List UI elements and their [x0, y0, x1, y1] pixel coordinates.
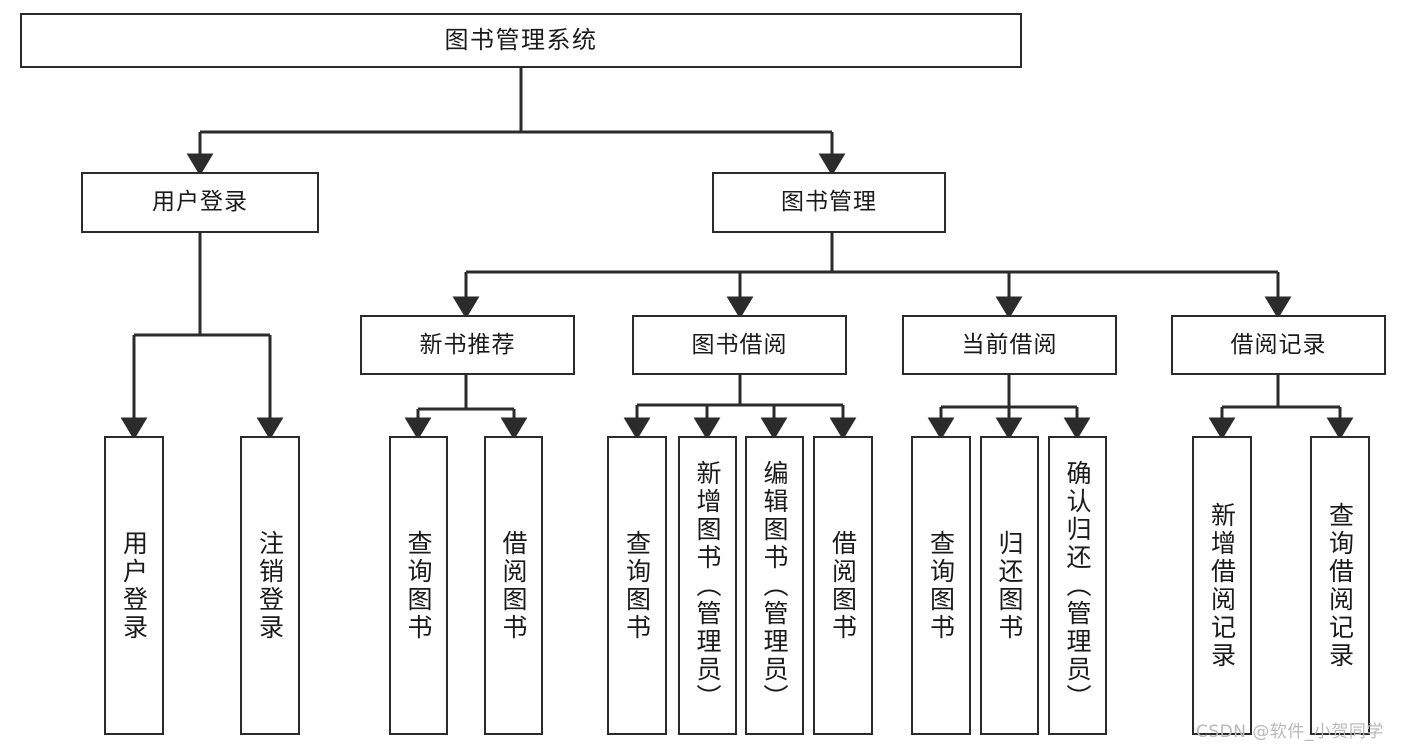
- node-book-borrow[interactable]: 图书借阅: [632, 315, 847, 375]
- leaf-current-borrow-return[interactable]: 归还图书: [980, 436, 1039, 735]
- node-label: 借阅记录: [1230, 331, 1327, 358]
- node-label: 图书管理系统: [444, 25, 598, 54]
- node-label: 图书管理: [781, 189, 877, 216]
- node-label: 新增借阅记录: [1207, 501, 1237, 670]
- node-label: 编辑图书（管理员）: [760, 459, 789, 712]
- leaf-book-borrow-borrow[interactable]: 借阅图书: [813, 436, 873, 735]
- csdn-watermark: CSDN @软件_小贺同学: [1196, 722, 1384, 742]
- node-label: 查询图书: [622, 529, 652, 642]
- node-label: 查询图书: [404, 529, 433, 642]
- leaf-current-borrow-confirm[interactable]: 确认归还（管理员）: [1048, 436, 1107, 735]
- node-label: 新书推荐: [419, 331, 516, 358]
- leaf-book-borrow-add[interactable]: 新增图书（管理员）: [678, 436, 737, 735]
- node-current-borrow[interactable]: 当前借阅: [902, 315, 1117, 375]
- node-root-system[interactable]: 图书管理系统: [20, 13, 1022, 68]
- leaf-new-book-borrow[interactable]: 借阅图书: [484, 436, 543, 735]
- leaf-book-borrow-query[interactable]: 查询图书: [607, 436, 667, 735]
- node-label: 借阅图书: [828, 529, 858, 642]
- leaf-borrow-record-add[interactable]: 新增借阅记录: [1192, 436, 1252, 735]
- node-label: 查询图书: [926, 529, 956, 642]
- node-user-login[interactable]: 用户登录: [81, 172, 319, 233]
- node-new-book-recommend[interactable]: 新书推荐: [360, 315, 575, 375]
- node-label: 当前借阅: [961, 331, 1058, 358]
- leaf-book-borrow-edit[interactable]: 编辑图书（管理员）: [745, 436, 804, 735]
- node-book-management[interactable]: 图书管理: [712, 172, 946, 233]
- node-label: 借阅图书: [499, 529, 528, 642]
- leaf-user-login-login[interactable]: 用户登录: [104, 436, 164, 735]
- node-label: 图书借阅: [691, 331, 788, 358]
- leaf-new-book-query[interactable]: 查询图书: [389, 436, 448, 735]
- leaf-user-login-logout[interactable]: 注销登录: [240, 436, 300, 735]
- node-label: 用户登录: [119, 529, 149, 642]
- node-label: 确认归还（管理员）: [1063, 459, 1092, 712]
- node-label: 新增图书（管理员）: [693, 459, 722, 712]
- node-label: 归还图书: [995, 529, 1024, 642]
- node-label: 注销登录: [255, 529, 285, 642]
- node-borrow-record[interactable]: 借阅记录: [1171, 315, 1386, 375]
- leaf-borrow-record-query[interactable]: 查询借阅记录: [1310, 436, 1370, 735]
- leaf-current-borrow-query[interactable]: 查询图书: [911, 436, 971, 735]
- node-label: 用户登录: [152, 189, 248, 216]
- node-label: 查询借阅记录: [1325, 501, 1355, 670]
